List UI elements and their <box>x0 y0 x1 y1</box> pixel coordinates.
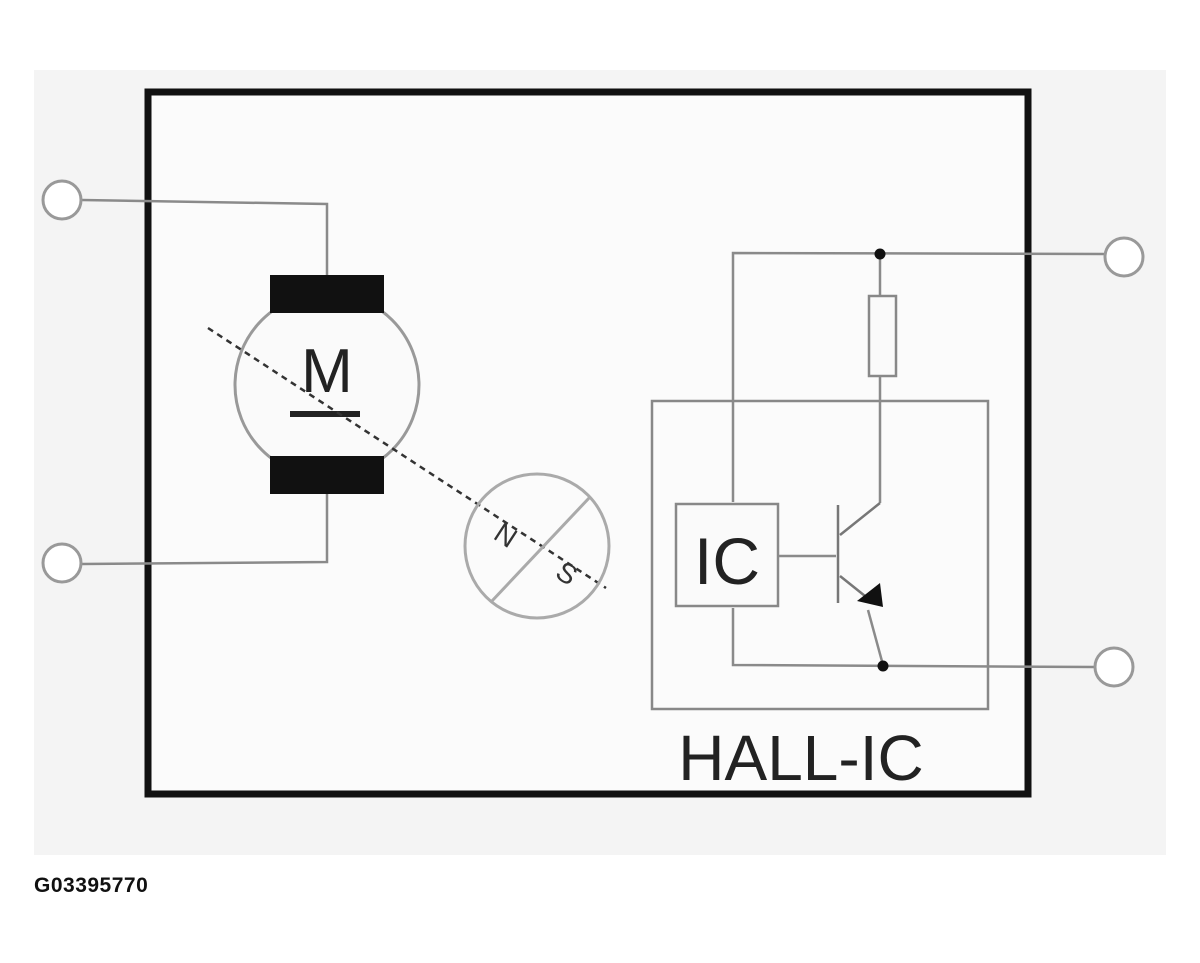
motor-brush-top <box>270 275 384 313</box>
hall-ic-wiring <box>731 251 1105 669</box>
magnet-divider <box>489 495 592 604</box>
motor-label: M <box>301 337 353 406</box>
junction-dot-top <box>874 248 886 260</box>
figure-reference-code: G03395770 <box>34 874 149 897</box>
ic-label: IC <box>694 524 760 598</box>
motor-brush-bottom <box>270 456 384 494</box>
magnet-disc <box>463 472 611 620</box>
motor-shaft <box>207 326 607 590</box>
ic-box <box>674 502 780 608</box>
pull-up-resistor <box>867 294 898 378</box>
junction-dot-bottom <box>877 660 889 672</box>
hall-terminal-top <box>1103 236 1145 278</box>
hall-terminal-bottom <box>1093 646 1135 688</box>
hall-ic-module-label: HALL-IC <box>678 722 923 794</box>
hall-ic-module <box>650 399 990 711</box>
motor-terminal-bottom <box>41 542 83 584</box>
motor-wiring <box>81 198 329 566</box>
transistor-emitter-arrow <box>857 583 883 607</box>
motor-terminal-top <box>41 179 83 221</box>
